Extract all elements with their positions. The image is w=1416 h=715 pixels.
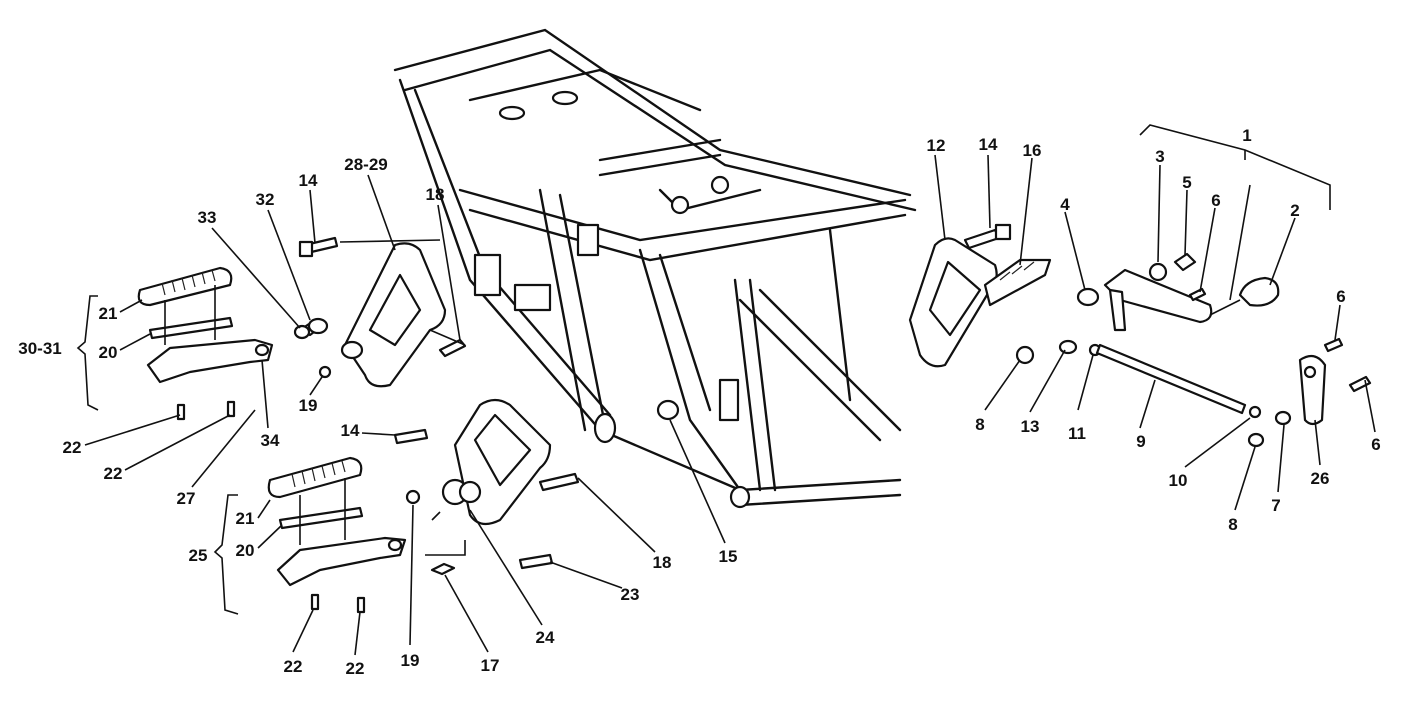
callout-8: 8 — [975, 415, 984, 434]
rear-footpeg-bracket-lower — [393, 398, 680, 576]
callout-34: 34 — [261, 431, 280, 450]
callout-21: 21 — [236, 509, 255, 528]
callout-19: 19 — [299, 396, 318, 415]
gear-shift-lever-assembly — [1015, 252, 1372, 448]
callout-22: 22 — [63, 438, 82, 457]
callout-1: 1 — [1242, 126, 1251, 145]
rear-footpeg-bracket-upper — [298, 236, 467, 388]
callout-6: 6 — [1336, 287, 1345, 306]
callout-20: 20 — [99, 343, 118, 362]
callout-7: 7 — [1271, 496, 1280, 515]
callout-14: 14 — [299, 171, 318, 190]
callout-32: 32 — [256, 190, 275, 209]
motorcycle-frame — [393, 28, 917, 509]
callout-22: 22 — [104, 464, 123, 483]
callout-6: 6 — [1211, 191, 1220, 210]
callout-labels: 1 2 3 5 6 4 12 14 16 6 6 8 13 11 9 10 8 … — [18, 126, 1380, 678]
callout-2: 2 — [1290, 201, 1299, 220]
leader-lines — [76, 124, 1376, 656]
callout-18: 18 — [426, 185, 445, 204]
callout-5: 5 — [1182, 173, 1191, 192]
callout-22: 22 — [346, 659, 365, 678]
callout-12: 12 — [927, 136, 946, 155]
callout-30-31: 30-31 — [18, 339, 61, 358]
callout-22: 22 — [284, 657, 303, 676]
callout-28-29: 28-29 — [344, 155, 387, 174]
callout-18: 18 — [653, 553, 672, 572]
callout-24: 24 — [536, 628, 555, 647]
callout-27: 27 — [177, 489, 196, 508]
callout-14: 14 — [341, 421, 360, 440]
front-footpeg-plate — [908, 223, 1052, 368]
callout-14: 14 — [979, 135, 998, 154]
rear-footpeg-assembly-lower — [176, 400, 407, 614]
callout-11: 11 — [1068, 424, 1086, 443]
callout-23: 23 — [621, 585, 640, 604]
callout-13: 13 — [1021, 417, 1040, 436]
callout-8: 8 — [1228, 515, 1237, 534]
callout-16: 16 — [1023, 141, 1042, 160]
callout-17: 17 — [481, 656, 500, 675]
rear-footpeg-assembly-upper — [137, 266, 329, 384]
callout-25: 25 — [189, 546, 208, 565]
callout-6: 6 — [1371, 435, 1380, 454]
callout-4: 4 — [1060, 195, 1070, 214]
callout-19: 19 — [401, 651, 420, 670]
callout-33: 33 — [198, 208, 217, 227]
callout-20: 20 — [236, 541, 255, 560]
callout-15: 15 — [719, 547, 738, 566]
callout-26: 26 — [1311, 469, 1330, 488]
callout-3: 3 — [1155, 147, 1164, 166]
callout-10: 10 — [1169, 471, 1188, 490]
callout-9: 9 — [1136, 432, 1145, 451]
callout-21: 21 — [99, 304, 118, 323]
